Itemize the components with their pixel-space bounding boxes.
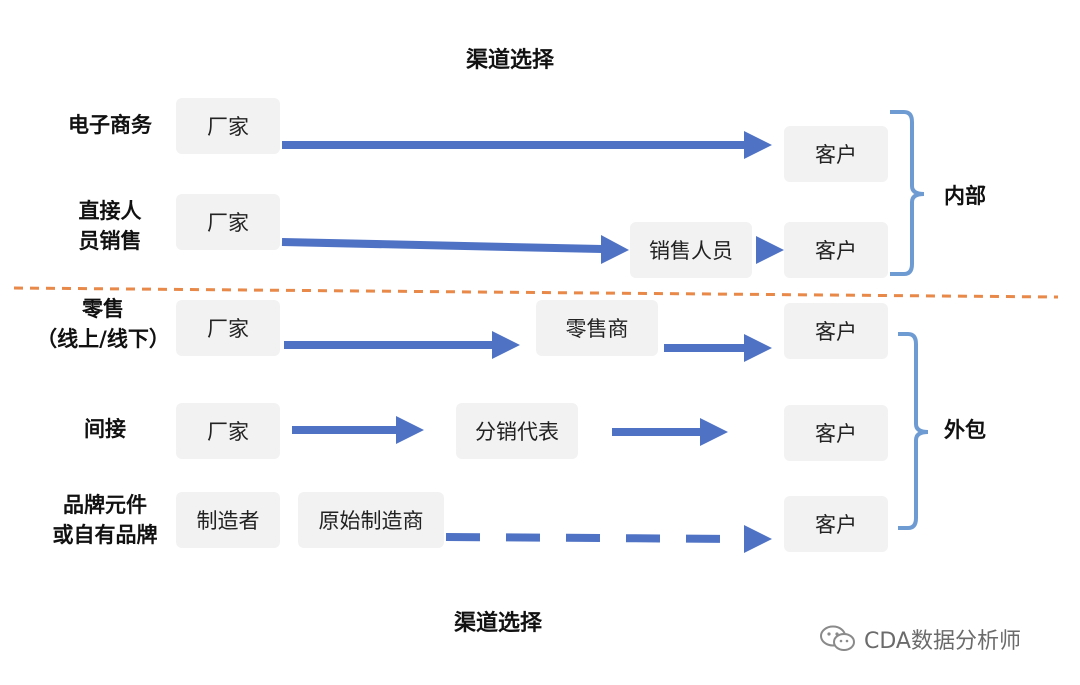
wechat-icon xyxy=(820,625,855,651)
box-customer-2: 客户 xyxy=(784,222,888,278)
box-maker: 制造者 xyxy=(176,492,280,548)
box-customer-3: 客户 xyxy=(784,303,888,359)
box-customer-5: 客户 xyxy=(784,496,888,552)
row-label-line: 零售 xyxy=(82,297,124,321)
arrow-ecommerce xyxy=(282,131,772,159)
arrow-direct-to-sales xyxy=(281,235,629,264)
row-label-line: 电子商务 xyxy=(68,113,152,137)
diagram-title-top: 渠道选择 xyxy=(466,48,555,73)
row-label-line: 品牌元件 xyxy=(63,493,147,517)
arrow-oem-dashed xyxy=(445,525,772,553)
box-customer-1: 客户 xyxy=(784,126,888,182)
watermark-text: CDA数据分析师 xyxy=(864,629,1021,654)
arrow-distributor-to-customer xyxy=(612,418,728,446)
group-label-outsourced: 外包 xyxy=(944,418,986,442)
watermark: CDA数据分析师 xyxy=(818,622,1021,656)
box-distributor: 分销代表 xyxy=(456,403,578,459)
row-label-retail: 零售 （线上/线下） xyxy=(18,294,188,354)
row-label-line: 或自有品牌 xyxy=(52,523,158,547)
arrow-retail-to-retailer xyxy=(284,331,520,359)
box-manufacturer-retail: 厂家 xyxy=(176,300,280,356)
arrow-retailer-to-customer xyxy=(664,334,772,362)
arrow-sales-to-customer xyxy=(756,236,784,264)
row-label-ecommerce: 电子商务 xyxy=(40,110,180,140)
divider-line xyxy=(13,286,1059,299)
group-label-internal: 内部 xyxy=(944,184,986,208)
bracket-internal xyxy=(890,110,925,276)
box-sales-person: 销售人员 xyxy=(630,222,752,278)
row-label-line: （线上/线下） xyxy=(36,327,170,351)
row-label-line: 间接 xyxy=(84,417,126,441)
row-label-line: 直接人 xyxy=(78,199,142,223)
box-oem: 原始制造商 xyxy=(298,492,444,548)
box-customer-4: 客户 xyxy=(784,405,888,461)
row-label-indirect: 间接 xyxy=(40,414,170,444)
box-retailer: 零售商 xyxy=(536,300,658,356)
row-label-line: 员销售 xyxy=(78,229,142,253)
row-label-brand-oem: 品牌元件 或自有品牌 xyxy=(30,490,180,550)
bracket-outsourced xyxy=(898,332,929,530)
box-manufacturer-direct: 厂家 xyxy=(176,194,280,250)
row-label-direct-sales: 直接人 员销售 xyxy=(40,196,180,256)
diagram-title-bottom: 渠道选择 xyxy=(454,611,543,636)
arrow-indirect-to-distributor xyxy=(292,416,424,444)
box-manufacturer-indirect: 厂家 xyxy=(176,403,280,459)
box-manufacturer-ecommerce: 厂家 xyxy=(176,98,280,154)
